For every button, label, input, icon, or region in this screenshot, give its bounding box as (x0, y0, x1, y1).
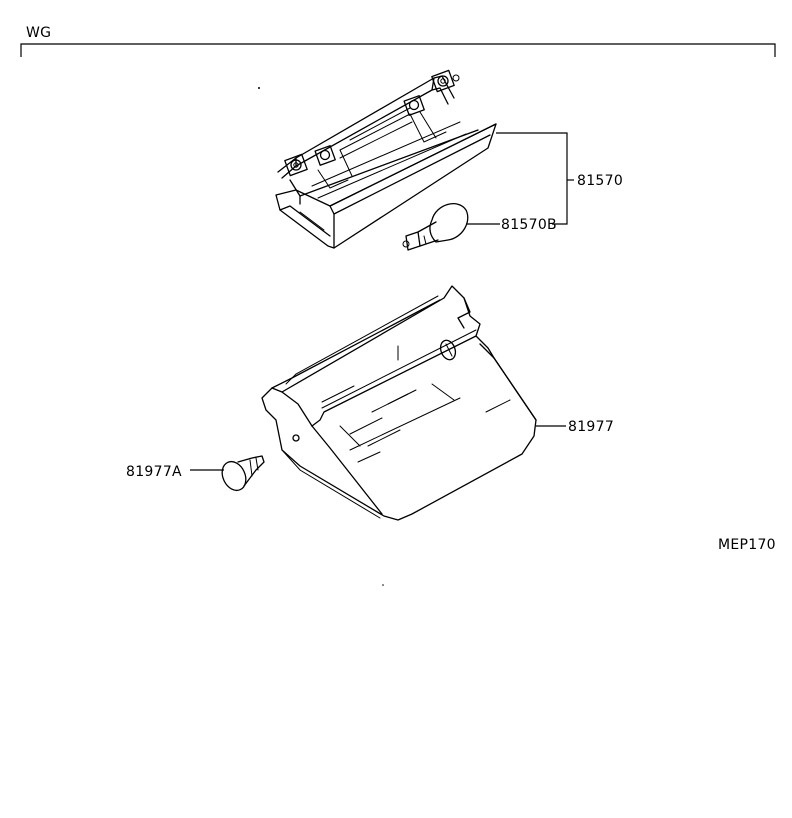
lamp-cover (261, 285, 537, 521)
group-code-label: WG (26, 25, 51, 41)
figure-code-label: MEP170 (718, 537, 776, 553)
leader-lamp-assembly (496, 132, 568, 225)
high-mount-stop-lamp-assembly (275, 69, 497, 249)
group-bracket (20, 43, 776, 57)
stop-lamp-bulb (402, 203, 469, 251)
cover-clip (221, 455, 265, 492)
callout-81570b: 81570B (501, 217, 557, 233)
scan-speck (258, 87, 260, 89)
callout-81570: 81570 (577, 173, 623, 189)
scan-speck (382, 584, 384, 586)
callout-81977: 81977 (568, 419, 614, 435)
callout-81977a: 81977A (126, 464, 182, 480)
